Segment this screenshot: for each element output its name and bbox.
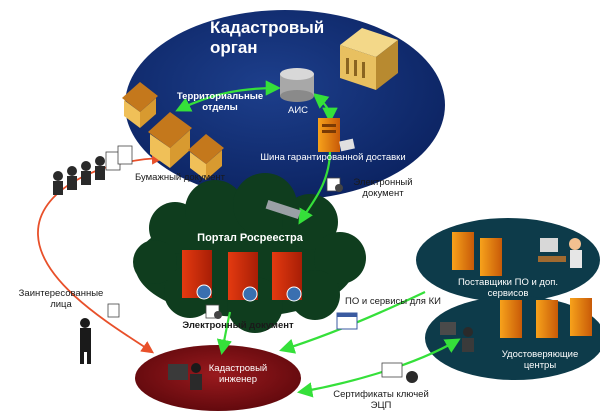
house-icon	[188, 134, 224, 180]
standing-person-icon	[80, 318, 91, 364]
cadastral-building-icon	[340, 28, 398, 90]
certifying-server-icon	[500, 298, 592, 338]
ais-database-icon	[280, 68, 314, 102]
arrow-offices-ais	[175, 80, 282, 112]
cadastral-body-title: Кадастровый орган	[210, 18, 325, 58]
portal-server-icon	[272, 252, 302, 302]
house-icon	[148, 112, 192, 168]
certifying-centers-label: Удостоверяющие центры	[501, 349, 579, 371]
certifying-operator-icon	[440, 322, 474, 352]
engineer-ellipse	[135, 345, 301, 411]
ais-label: АИС	[287, 105, 309, 116]
supplier-workstation-icon	[538, 238, 582, 268]
rosreestr-portal-label: Портал Росреестра	[197, 232, 303, 244]
delivery-bus-label: Шина гарантированной доставки	[260, 152, 406, 163]
arrow-ais-bus	[312, 93, 338, 124]
signature-certificates-label: Сертификаты ключей ЭЦП	[333, 389, 429, 411]
electronic-document-label: Электронный документ	[353, 177, 413, 199]
house-icon	[122, 82, 158, 128]
software-suppliers-label: Поставщики ПО и доп. сервисов	[457, 277, 559, 299]
territorial-offices-label: Территориальные отделы	[176, 91, 264, 113]
interested-persons-label: Заинтересованные лица	[18, 288, 104, 310]
bus-server-icon	[318, 118, 355, 152]
network-switch-icon	[265, 199, 301, 220]
arrow-certs-engineer	[296, 338, 461, 398]
portal-electronic-document-label: Электронный документ	[182, 320, 294, 331]
engineer-workstation-icon	[168, 363, 202, 390]
people-queue-icon	[53, 156, 105, 195]
e-document-icon	[326, 177, 343, 192]
portal-server-icon	[182, 250, 212, 300]
software-window-icon	[336, 312, 358, 330]
arrow-bus-portal	[298, 149, 332, 225]
cadastral-engineer-label: Кадастровый инженер	[208, 363, 268, 385]
paper-document-label: Бумажный документ	[134, 172, 225, 183]
software-for-ki-label: ПО и сервисы для КИ	[345, 296, 441, 307]
portal-server-icon	[228, 252, 258, 302]
document-icon	[107, 303, 120, 318]
arrow-portal-engineer	[216, 311, 232, 356]
supplier-server-icon	[452, 232, 502, 276]
paper-document-icon	[105, 145, 133, 171]
e-document-icon	[205, 304, 222, 319]
certificate-key-icon	[381, 362, 418, 383]
